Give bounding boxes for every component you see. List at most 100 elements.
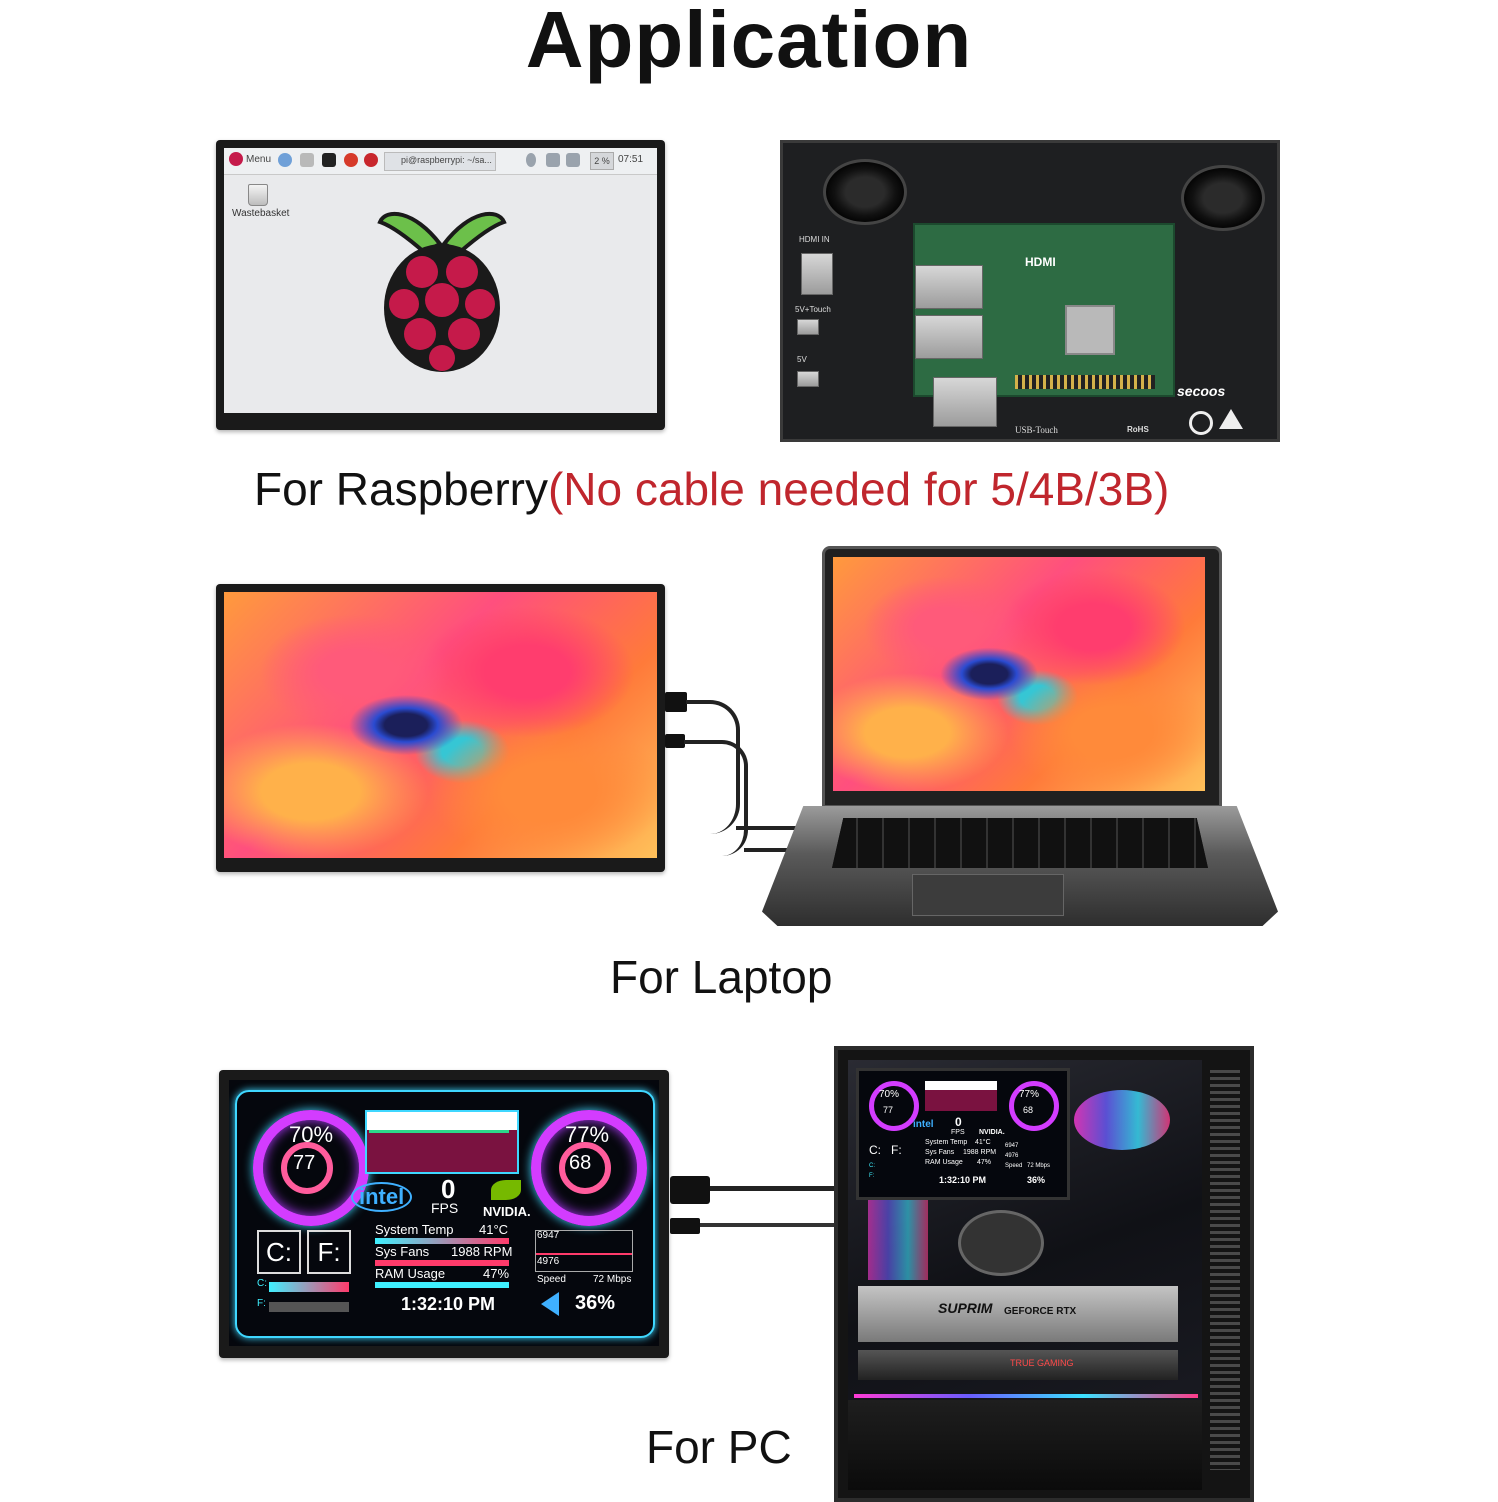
tower-front-mesh: [1210, 1070, 1240, 1470]
network-icon[interactable]: [546, 153, 560, 167]
rohs-label: RoHS: [1127, 425, 1149, 434]
gpu-gauge-inner: [559, 1142, 611, 1194]
raspberry-menu-icon[interactable]: [229, 152, 243, 166]
internal-system-temp-value: 41°C: [975, 1139, 991, 1146]
hdmi-in-label: HDMI IN: [799, 235, 830, 244]
usb-port-stack-1: [915, 265, 983, 309]
graphics-card: [858, 1286, 1178, 1342]
gpu-model-label: GEFORCE RTX: [1004, 1306, 1077, 1317]
page-title: Application: [525, 0, 973, 84]
cpu-percent: 70%: [289, 1122, 334, 1147]
mb-label: TRUE GAMING: [1010, 1358, 1074, 1368]
monitor-wallpaper: [224, 592, 657, 858]
gpu-gauge: [531, 1110, 647, 1226]
internal-system-temp-label: System Temp: [925, 1139, 968, 1146]
terminal-icon[interactable]: [322, 153, 336, 167]
system-monitor-screen: 70% 77 77% 68 intel 0 FPS NVIDIA. System…: [229, 1080, 659, 1346]
internal-drive-c: C:: [869, 1143, 881, 1157]
raspberry-caption: For Raspberry(No cable needed for 5/4B/3…: [254, 462, 1169, 516]
micro-usb-port-bottom: [797, 371, 819, 387]
brand-label: secoos: [1177, 383, 1226, 399]
laptop-lid: [822, 546, 1222, 808]
internal-cpu-percent: 70%: [879, 1089, 900, 1100]
terminal-taskbar-button[interactable]: pi@raspberrypi: ~/sa...: [384, 152, 496, 171]
esd-warning-icon: [1219, 409, 1243, 429]
internal-clock: 1:32:10 PM: [939, 1175, 987, 1185]
touch-5v-label: 5V+Touch: [795, 305, 831, 314]
pc-usb-cable: [700, 1223, 834, 1227]
intel-logo: intel: [351, 1182, 413, 1212]
ram-usage-bar: [375, 1282, 509, 1288]
internal-left-gauge: [869, 1081, 919, 1131]
browser-icon[interactable]: [278, 153, 292, 167]
internal-monitor: 70% 77% 77 68 intel 0 FPS NVIDIA. C: F: …: [856, 1068, 1070, 1200]
ethernet-port: [933, 377, 997, 427]
internal-ram-usage-value: 47%: [977, 1159, 992, 1166]
wastebasket-label: Wastebasket: [232, 208, 290, 219]
internal-speed-label: Speed: [1005, 1163, 1023, 1169]
rgb-bottom-strip: [854, 1394, 1198, 1398]
internal-net-up: 6947: [1005, 1143, 1019, 1149]
usb-cable-run: [744, 848, 806, 852]
clock-display: 1:32:10 PM: [401, 1294, 496, 1314]
bluetooth-icon[interactable]: [526, 153, 536, 167]
volume-icon[interactable]: [566, 153, 580, 167]
laptop-screen: [833, 557, 1205, 791]
psu-shroud: [848, 1400, 1202, 1490]
raspberry-desktop-screen: Menu pi@raspberrypi: ~/sa... 2 % 07:51 W…: [224, 148, 657, 413]
gpu-percent: 77%: [565, 1122, 610, 1147]
cpu-graph-line: [369, 1130, 509, 1133]
raspberry-monitor: Menu pi@raspberrypi: ~/sa... 2 % 07:51 W…: [216, 140, 665, 430]
internal-drive-f: F:: [891, 1143, 902, 1157]
rgb-memory-strip: [868, 1200, 928, 1280]
internal-drive-f-bar-label: F:: [869, 1173, 875, 1179]
gpu-brand-label: SUPRIM: [938, 1300, 993, 1316]
raspberry-taskbar: Menu pi@raspberrypi: ~/sa... 2 % 07:51: [224, 148, 657, 175]
hdmi-connector: [665, 692, 687, 712]
raspberry-pi-logo-icon: [377, 211, 507, 372]
pc-hdmi-connector: [670, 1176, 710, 1204]
raspberry-mounting-board: HDMI IN 5V+Touch 5V HDMI secoos USB-Touc…: [780, 140, 1280, 442]
sys-fans-bar: [375, 1260, 509, 1266]
nvidia-logo: NVIDIA.: [483, 1204, 531, 1219]
wolfram-icon[interactable]: [364, 153, 378, 167]
gpu-temp: 68: [569, 1152, 592, 1174]
cpu-cooler: [958, 1210, 1044, 1276]
drive-f-bar-label: F:: [257, 1298, 266, 1309]
sys-fans-value: 1988 RPM: [451, 1244, 513, 1259]
internal-cpu-temp: 77: [883, 1105, 894, 1115]
math-icon[interactable]: [344, 153, 358, 167]
internal-intel-logo: intel: [913, 1119, 934, 1130]
sys-fans-label: Sys Fans: [375, 1244, 430, 1259]
left-speaker: [823, 159, 907, 225]
clock-label: 07:51: [618, 154, 644, 165]
laptop-external-monitor: [216, 584, 665, 872]
volume-speaker-icon: [541, 1292, 559, 1316]
network-graph: [535, 1230, 633, 1272]
drive-c-tile: C:: [257, 1230, 301, 1274]
micro-usb-port-top: [797, 319, 819, 335]
pc-caption: For PC: [646, 1421, 792, 1473]
net-up-value: 6947: [537, 1230, 560, 1241]
file-manager-icon[interactable]: [300, 153, 314, 167]
menu-label[interactable]: Menu: [246, 154, 272, 165]
wastebasket-icon[interactable]: [248, 184, 268, 206]
drive-f-tile: F:: [307, 1230, 351, 1274]
nvidia-eye-icon: [491, 1180, 521, 1200]
power-5v-label: 5V: [797, 355, 807, 364]
internal-net-down: 4976: [1005, 1153, 1019, 1159]
hud-frame: [235, 1090, 655, 1338]
laptop-caption: For Laptop: [610, 951, 833, 1003]
drive-f-bar: [269, 1302, 349, 1312]
cpu-gauge: [253, 1110, 369, 1226]
pc-usb-connector: [670, 1218, 700, 1234]
cpu-chip: [1065, 305, 1115, 355]
internal-speed-value: 72 Mbps: [1027, 1163, 1051, 1169]
fps-label: FPS: [431, 1200, 459, 1216]
speed-value: 72 Mbps: [593, 1274, 632, 1285]
pc-monitor: 70% 77 77% 68 intel 0 FPS NVIDIA. System…: [219, 1070, 669, 1358]
raspberry-caption-note: (No cable needed for 5/4B/3B): [547, 463, 1170, 515]
usb-touch-label: USB-Touch: [1015, 425, 1058, 435]
raspberry-caption-main: For Raspberry: [254, 463, 548, 515]
terminal-taskbar-label: pi@raspberrypi: ~/sa...: [401, 155, 492, 165]
